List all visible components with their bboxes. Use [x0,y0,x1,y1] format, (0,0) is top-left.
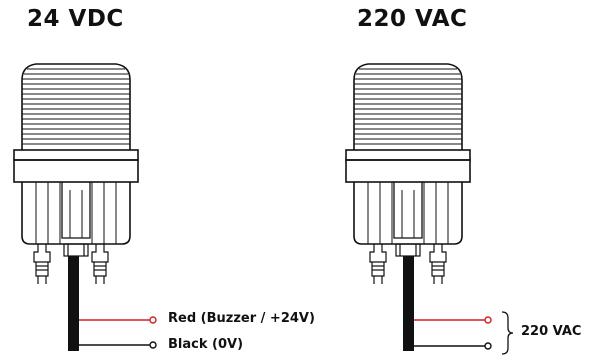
mounting-studs [369,243,447,284]
cable-220vac [403,256,414,351]
dome-ribs [22,68,130,145]
lamp-base [21,182,131,245]
cable-24vdc [68,256,79,351]
red-wire-label: Red (Buzzer / +24V) [168,311,315,326]
signal-lamp-220vac [345,63,471,284]
dome-ribs [354,68,462,145]
lamp-dome [353,63,463,150]
black-wire-terminal [149,341,157,349]
base-fins [35,182,117,244]
lamp-collar [13,149,139,161]
lamp-base [353,182,463,245]
base-fins [367,182,449,244]
signal-lamp-24vdc [13,63,139,284]
black-wire-label: Black (0V) [168,337,244,352]
red-wire-terminal [484,316,492,324]
lamp-dome [21,63,131,150]
voltage-title-220vac: 220 VAC [357,6,468,32]
voltage-title-24vdc: 24 VDC [27,6,124,32]
supply-brace [501,311,514,355]
mounting-studs [33,243,109,284]
supply-voltage-label: 220 VAC [521,324,582,339]
black-wire-terminal [484,342,492,350]
lamp-collar [345,149,471,161]
red-wire-terminal [149,316,157,324]
